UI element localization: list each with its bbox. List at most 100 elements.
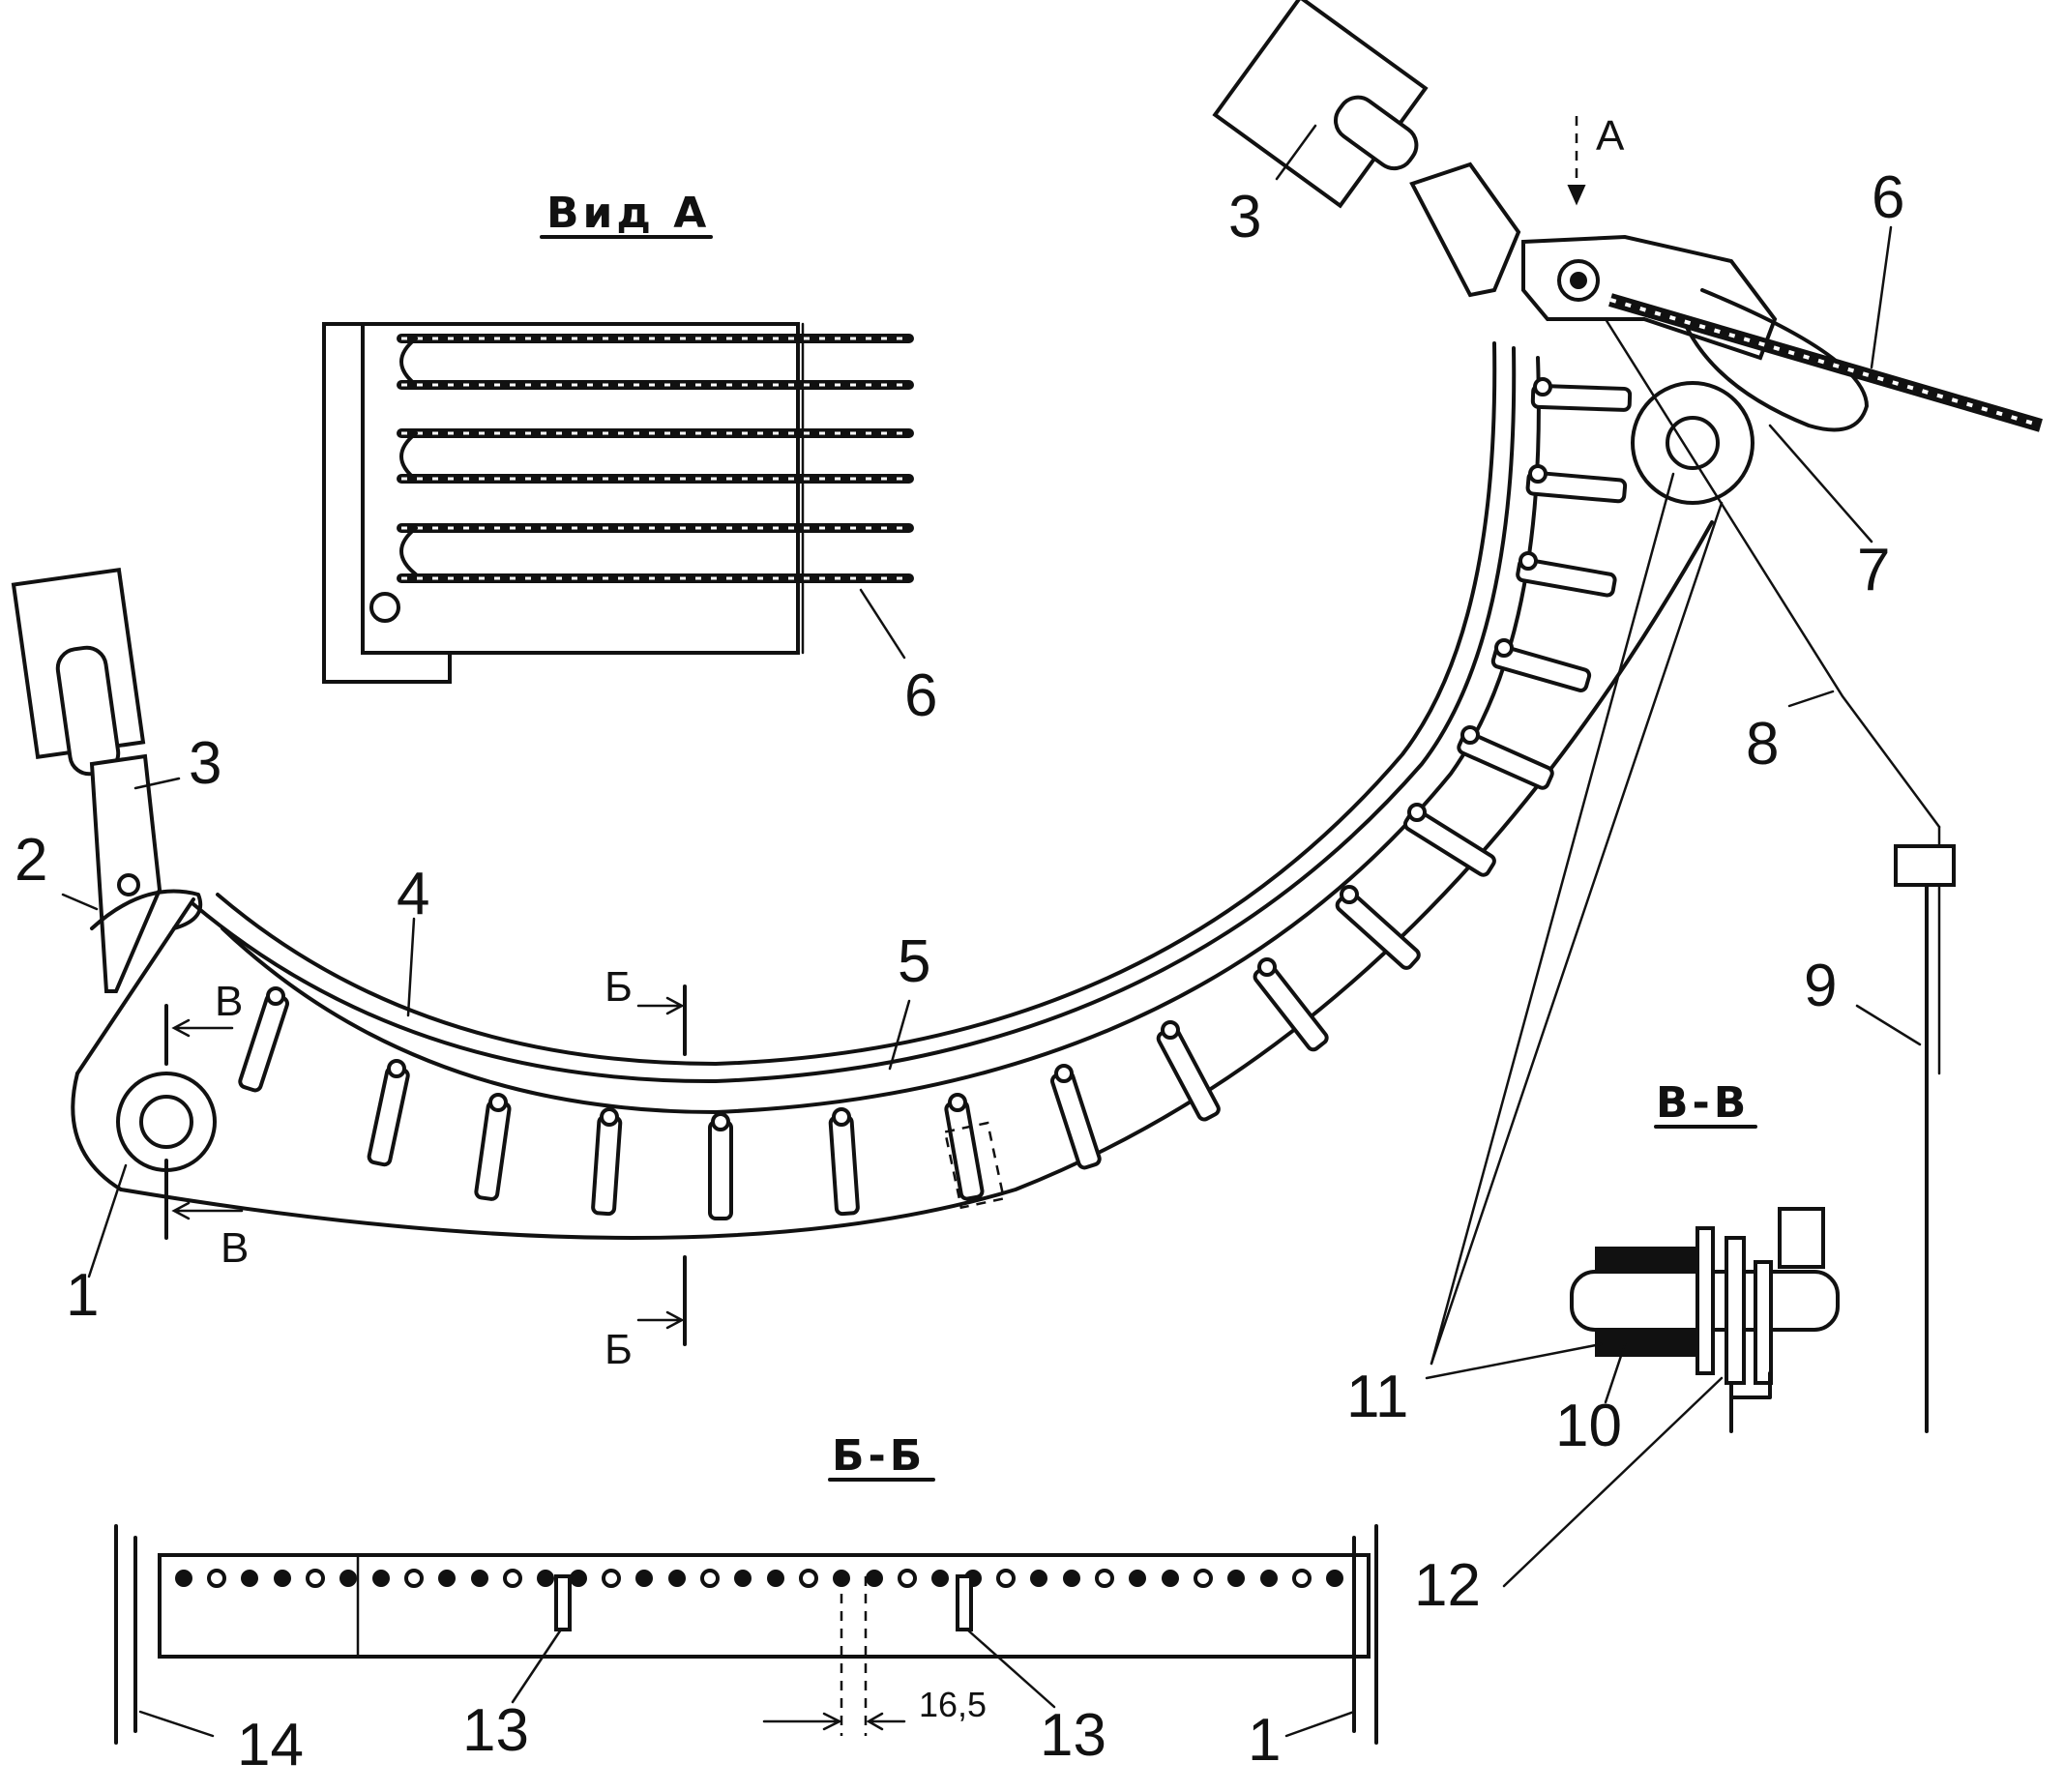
tine-mount — [1161, 1020, 1180, 1040]
left-cylinder-pin — [117, 873, 140, 896]
section-bb-detail — [114, 1478, 1378, 1745]
bb-hole — [635, 1570, 653, 1587]
section-vv-top-arrow — [171, 1018, 234, 1038]
section-bb-bottom-arrow — [636, 1310, 685, 1330]
label-10: 10 — [1555, 1393, 1622, 1459]
bb-pin-13-right — [956, 1574, 973, 1631]
bb-hole — [241, 1570, 258, 1587]
title-view-a: Вид А — [546, 189, 710, 238]
view-a-leader-6 — [859, 588, 906, 660]
bb-hole — [570, 1570, 587, 1587]
tine-mount — [1054, 1064, 1074, 1083]
marker-b-top: Б — [604, 963, 633, 1011]
bb-hole — [1095, 1569, 1114, 1588]
tine-mount — [488, 1093, 508, 1112]
spring-clip — [90, 889, 203, 930]
tine-mount — [1533, 377, 1552, 397]
bb-left-end-plate — [114, 1524, 137, 1745]
leader-3-left — [133, 777, 181, 790]
label-5: 5 — [898, 928, 930, 995]
leader-4 — [406, 917, 416, 1017]
label-12: 12 — [1414, 1552, 1481, 1619]
tine — [1050, 1070, 1102, 1170]
vv-plate-right — [1754, 1260, 1773, 1385]
marker-v-bottom: В — [221, 1224, 249, 1272]
leader-1 — [87, 1163, 128, 1278]
tine — [1490, 644, 1592, 692]
label-7: 7 — [1857, 537, 1890, 603]
tine — [591, 1114, 623, 1217]
tine-mount — [948, 1093, 967, 1112]
label-3-left: 3 — [189, 730, 221, 797]
section-vv-bottom-arrow — [171, 1201, 244, 1220]
leader-line-11b — [1430, 501, 1724, 1366]
phantom-tine — [943, 1121, 1006, 1210]
leader-14 — [138, 1710, 215, 1738]
bb-hole — [668, 1570, 686, 1587]
label-9: 9 — [1804, 953, 1837, 1019]
label-6-view: 6 — [904, 662, 937, 729]
leader-12 — [1502, 1376, 1724, 1588]
vv-plate-10 — [1695, 1226, 1715, 1375]
tine-mount — [1257, 957, 1277, 977]
tine — [238, 992, 289, 1093]
bb-hole — [1162, 1570, 1179, 1587]
leader-3-right — [1275, 124, 1317, 181]
view-a-bolt — [369, 592, 400, 623]
bb-hole — [438, 1570, 456, 1587]
bb-hole — [1292, 1569, 1312, 1588]
bb-hole — [372, 1570, 390, 1587]
tine — [944, 1100, 985, 1201]
marker-b-bottom: Б — [604, 1326, 633, 1373]
guide-rail-outer — [192, 346, 1517, 1084]
leader-11 — [1425, 1342, 1603, 1380]
leader-2 — [61, 893, 99, 911]
leader-5 — [888, 999, 911, 1071]
bb-hole — [339, 1570, 357, 1587]
view-a-inset — [322, 235, 914, 684]
bb-pin-13-left — [554, 1574, 572, 1631]
bb-hole — [175, 1570, 192, 1587]
label-3-right: 3 — [1228, 184, 1261, 250]
leader-13-left — [511, 1628, 563, 1704]
bb-hole — [931, 1570, 949, 1587]
leader-line-11a — [1430, 472, 1675, 1366]
label-8: 8 — [1746, 711, 1779, 778]
bb-hole — [537, 1570, 554, 1587]
leader-8 — [1787, 690, 1835, 708]
section-bb-top-arrow — [636, 996, 685, 1015]
main-assembly — [11, 0, 2043, 1433]
label-14: 14 — [237, 1712, 304, 1778]
bb-hole — [404, 1569, 424, 1588]
tine-mount — [711, 1112, 730, 1131]
marker-v-top: В — [215, 978, 243, 1025]
bb-hole — [1063, 1570, 1080, 1587]
label-2: 2 — [15, 827, 47, 894]
tine — [1530, 383, 1633, 412]
tine-mount — [1340, 885, 1359, 904]
right-cylinder-rod — [1334, 95, 1419, 171]
view-a-rod-loop — [399, 526, 418, 576]
bb-hole — [471, 1570, 488, 1587]
title-section-vv: В-В — [1656, 1078, 1750, 1128]
bb-hole — [996, 1569, 1016, 1588]
dimension-label: 16,5 — [919, 1685, 987, 1724]
bb-hole — [700, 1569, 720, 1588]
tine — [1156, 1026, 1221, 1122]
right-pivot-inner — [1666, 416, 1720, 470]
tine-mount — [1519, 551, 1538, 571]
bb-hole — [799, 1569, 818, 1588]
bar-9-clamp — [1894, 844, 1956, 887]
bb-dim-arrow-right — [866, 1712, 906, 1731]
guide-rail-lower — [221, 356, 1541, 1114]
bb-right-end-plate — [1352, 1524, 1378, 1745]
bb-hole — [866, 1570, 883, 1587]
frame-lower-edge — [71, 1072, 123, 1191]
vv-cap — [1778, 1207, 1825, 1269]
tine-mount — [1494, 638, 1514, 658]
vv-spring-lower — [1595, 1332, 1713, 1357]
tine-mount — [1407, 803, 1427, 822]
frame-outer-curve — [119, 520, 1714, 1240]
leader-13-right — [965, 1628, 1056, 1709]
